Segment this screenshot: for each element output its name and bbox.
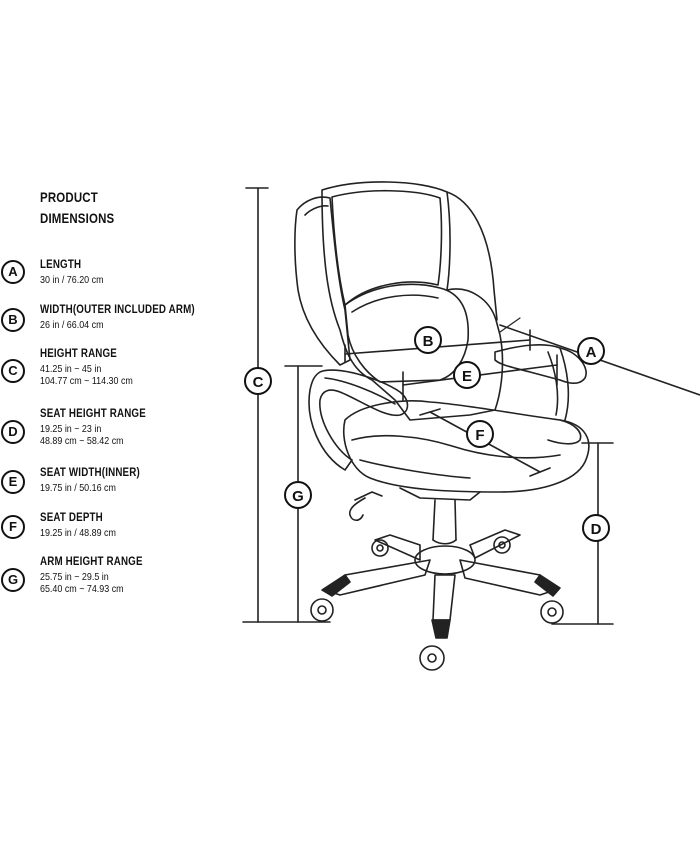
callout-a-label: A (586, 344, 597, 361)
title-line-2: DIMENSIONS (40, 210, 115, 226)
page-title: PRODUCT DIMENSIONS (40, 187, 114, 229)
spec-label: SEAT HEIGHT RANGE (40, 408, 146, 420)
spec-value: 19.25 in / 48.89 cm (40, 526, 116, 539)
spec-value: 104.77 cm ~ 114.30 cm (40, 375, 133, 387)
spec-label: SEAT DEPTH (40, 512, 103, 524)
callout-b-icon: B (414, 326, 442, 354)
badge-g-icon: G (1, 568, 25, 592)
spec-value: 19.25 in ~ 23 in (40, 422, 102, 435)
callout-a-icon: A (577, 337, 605, 365)
badge-e-icon: E (1, 470, 25, 494)
callout-c-label: C (253, 374, 264, 391)
callout-f-label: F (475, 427, 484, 444)
office-chair-icon (294, 181, 590, 671)
callout-e-icon: E (453, 361, 481, 389)
spec-value: 25.75 in ~ 29.5 in (40, 570, 109, 583)
spec-label: LENGTH (40, 259, 82, 271)
caster-wheels-icon (310, 536, 564, 671)
badge-d-icon: D (1, 420, 25, 444)
spec-label: SEAT WIDTH(INNER) (40, 467, 140, 479)
spec-value: 48.89 cm ~ 58.42 cm (40, 435, 124, 447)
spec-label: ARM HEIGHT RANGE (40, 556, 143, 568)
callout-e-label: E (462, 368, 472, 385)
badge-a-icon: A (1, 260, 25, 284)
callout-d-icon: D (582, 514, 610, 542)
callout-f-icon: F (466, 420, 494, 448)
badge-b-icon: B (1, 308, 25, 332)
spec-value: 30 in / 76.20 cm (40, 273, 104, 286)
callout-d-label: D (591, 521, 602, 538)
badge-c-icon: C (1, 359, 25, 383)
callout-g-label: G (292, 488, 304, 505)
spec-label: WIDTH(OUTER INCLUDED ARM) (40, 304, 195, 316)
title-line-1: PRODUCT (40, 189, 98, 205)
callout-c-icon: C (244, 367, 272, 395)
spec-label: HEIGHT RANGE (40, 348, 117, 360)
badge-f-icon: F (1, 515, 25, 539)
dimension-c-line (242, 187, 331, 623)
spec-value: 19.75 in / 50.16 cm (40, 481, 116, 494)
callout-g-icon: G (284, 481, 312, 509)
spec-value: 26 in / 66.04 cm (40, 318, 104, 331)
spec-value: 65.40 cm ~ 74.93 cm (40, 583, 124, 595)
callout-b-label: B (423, 333, 434, 350)
spec-value: 41.25 in ~ 45 in (40, 362, 102, 375)
